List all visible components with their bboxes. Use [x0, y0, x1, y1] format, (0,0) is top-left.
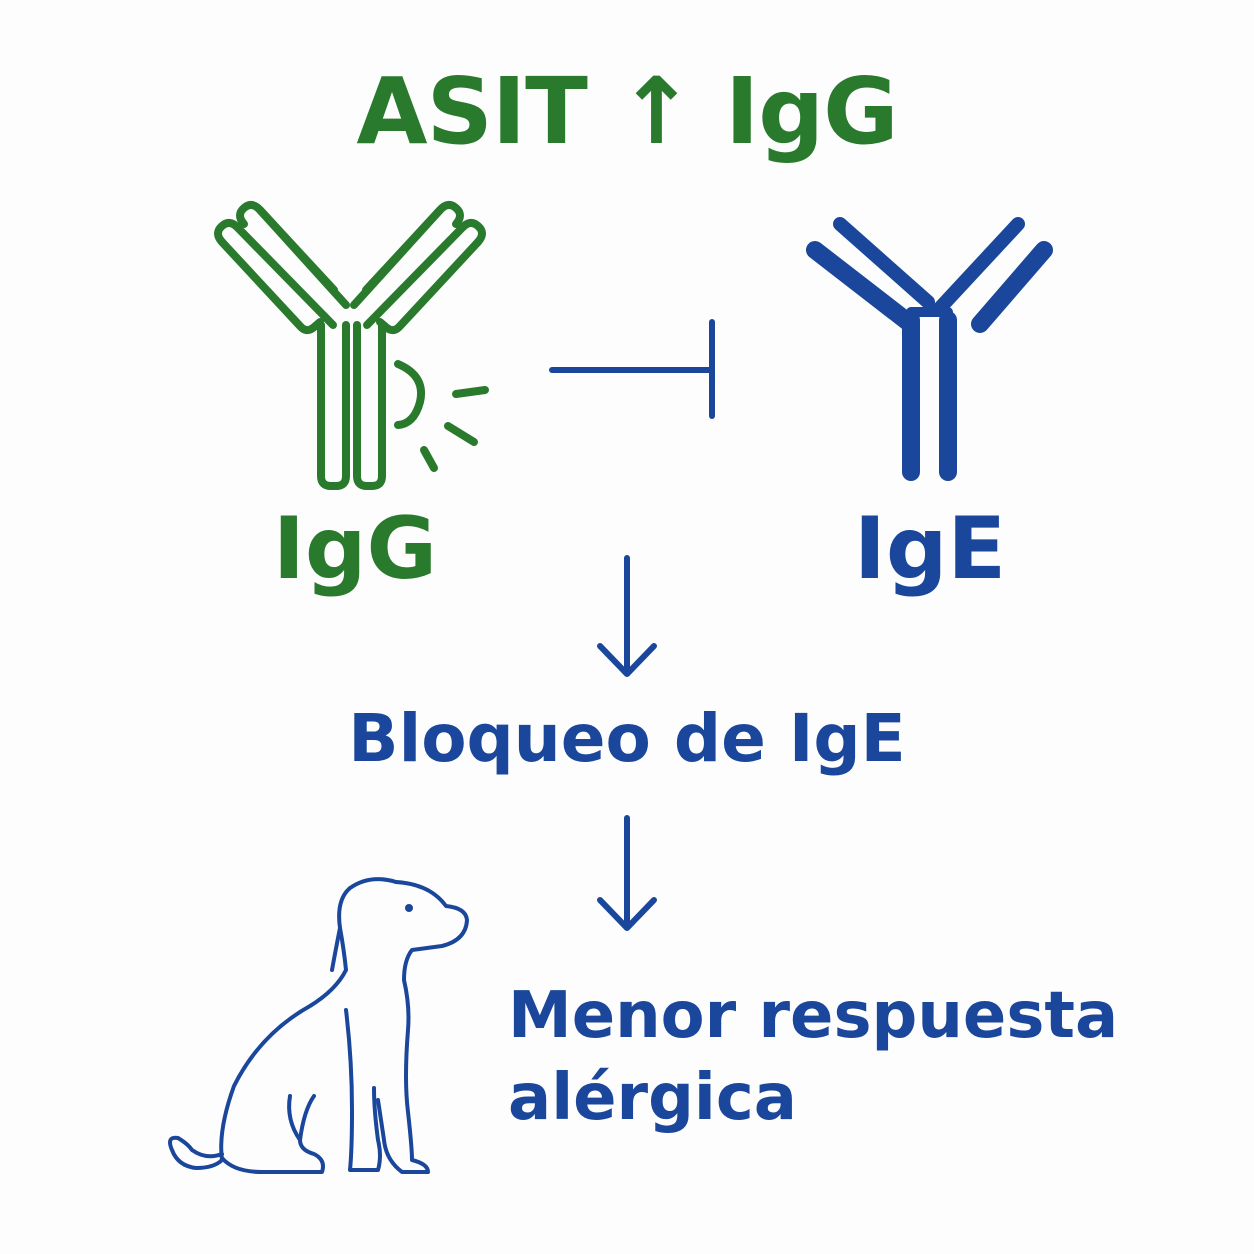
result-label-line2: alérgica — [508, 1061, 797, 1135]
igg-antibody-icon — [214, 201, 489, 490]
ige-blockade-label: Bloqueo de IgE — [348, 700, 906, 777]
inhibition-arrow-icon — [549, 319, 715, 419]
ige-antibody-icon — [806, 217, 1053, 481]
sitting-dog-icon — [168, 877, 469, 1174]
ige-label: IgE — [853, 499, 1007, 599]
arrow-down-icon-1 — [597, 555, 657, 677]
arrow-down-icon-2 — [597, 815, 657, 931]
result-label-line1: Menor respuesta — [508, 979, 1119, 1053]
igg-label: IgG — [272, 499, 438, 599]
diagram-title: ASIT ↑ IgG — [356, 58, 898, 165]
